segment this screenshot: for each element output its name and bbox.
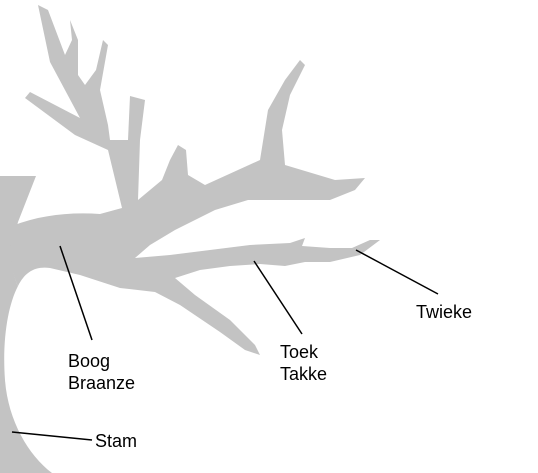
label-takke: Takke xyxy=(280,364,328,384)
leader-line-twieke xyxy=(355,249,439,295)
label-boog: Boog xyxy=(68,351,111,371)
main-branch xyxy=(10,5,381,355)
leader-lines xyxy=(11,245,439,441)
leader-line-stam xyxy=(11,431,93,441)
label-stam: Stam xyxy=(95,431,138,451)
tree-silhouette xyxy=(0,5,381,473)
label-toek: Toek xyxy=(280,342,319,362)
label-twieke: Twieke xyxy=(416,302,473,322)
leader-line-boog xyxy=(59,245,93,341)
leader-line-toek xyxy=(253,260,303,335)
label-toek-takke: Toek Takke xyxy=(280,341,327,385)
label-braanze: Braanze xyxy=(68,373,136,393)
label-boog-braanze: Boog Braanze xyxy=(68,350,135,394)
